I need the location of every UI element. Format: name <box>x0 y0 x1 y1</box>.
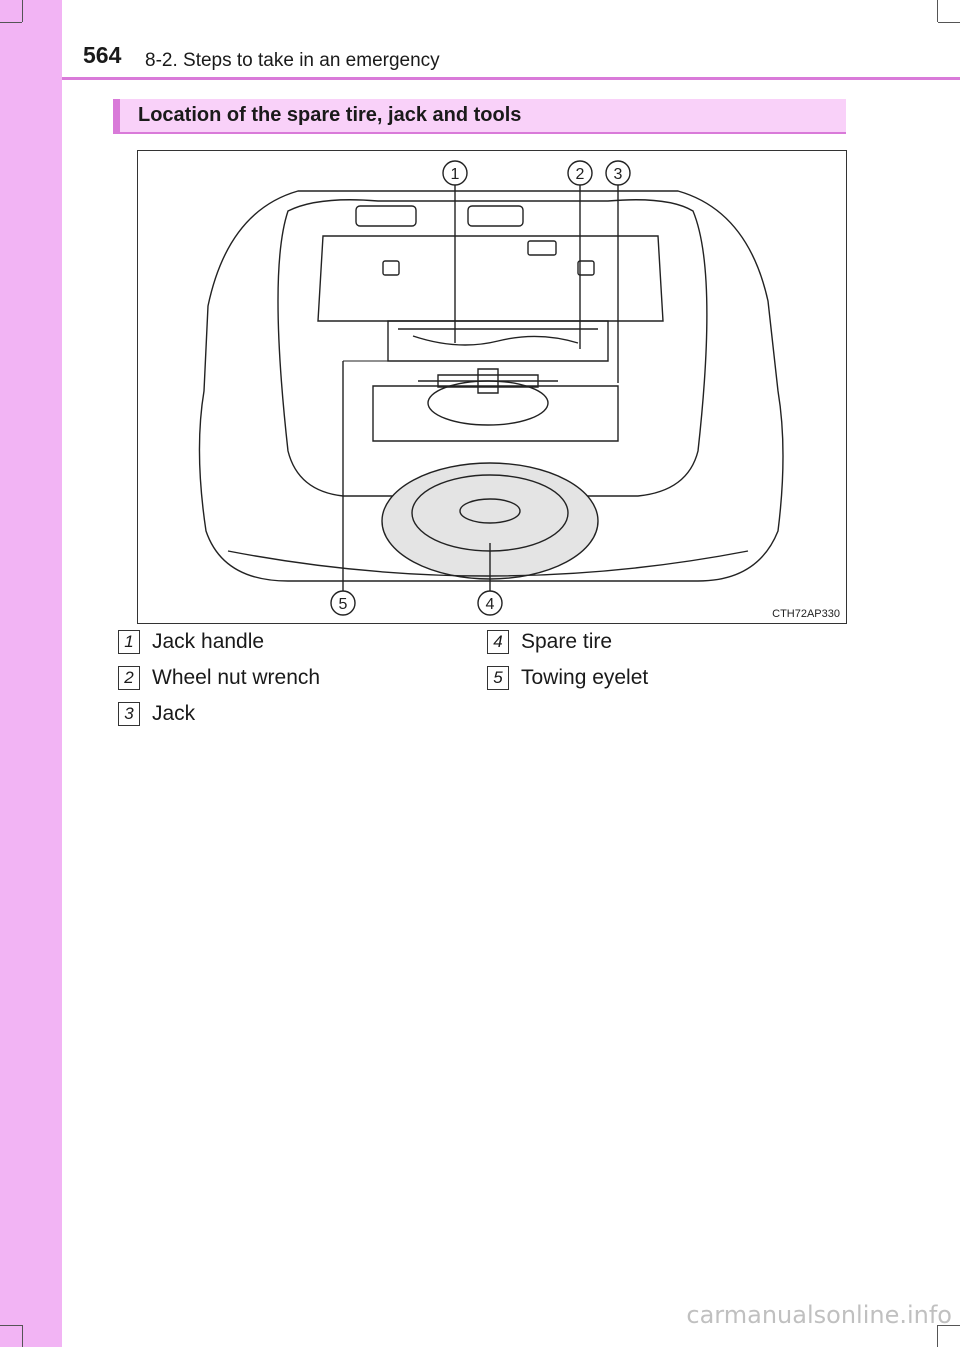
crop-mark <box>0 22 22 23</box>
callout-label-4: 4 <box>486 596 495 613</box>
legend-label: Towing eyelet <box>521 666 649 689</box>
crop-mark <box>938 1325 960 1326</box>
legend-number: 5 <box>487 666 509 690</box>
callout-5 <box>330 590 356 616</box>
legend-item-1: 1 Jack handle <box>118 630 264 654</box>
side-strip <box>0 0 62 1347</box>
watermark: carmanualsonline.info <box>686 1301 952 1329</box>
legend-number: 4 <box>487 630 509 654</box>
section-title: 8-2. Steps to take in an emergency <box>145 50 440 71</box>
legend-item-2: 2 Wheel nut wrench <box>118 666 320 690</box>
callout-label-3: 3 <box>614 166 623 183</box>
callout-label-1: 1 <box>451 166 460 183</box>
crop-mark <box>0 1325 22 1326</box>
trunk-drawing: 1 2 3 4 5 <box>198 160 784 616</box>
crop-mark <box>22 0 23 22</box>
legend-number: 3 <box>118 702 140 726</box>
page-number: 564 <box>83 42 122 68</box>
legend-label: Jack <box>152 702 196 725</box>
header-bar <box>62 0 960 80</box>
crop-mark <box>937 1325 938 1347</box>
crop-mark <box>938 22 960 23</box>
legend-label: Jack handle <box>152 630 265 653</box>
legend-number: 2 <box>118 666 140 690</box>
legend-item-3: 3 Jack <box>118 702 195 726</box>
legend-item-4: 4 Spare tire <box>487 630 612 654</box>
callout-1 <box>442 160 468 186</box>
figure-code: CTH72AP330 <box>772 608 840 620</box>
callout-4 <box>477 590 503 616</box>
crop-mark <box>937 0 938 22</box>
callout-3 <box>605 160 631 186</box>
section-heading: Location of the spare tire, jack and too… <box>113 99 846 134</box>
legend-number: 1 <box>118 630 140 654</box>
trunk-illustration: 1 2 3 4 5 CTH72AP330 <box>137 150 847 624</box>
legend-item-5: 5 Towing eyelet <box>487 666 648 690</box>
legend-label: Spare tire <box>521 630 613 653</box>
callout-2 <box>567 160 593 186</box>
legend-label: Wheel nut wrench <box>152 666 321 689</box>
heading-text: Location of the spare tire, jack and too… <box>138 104 522 126</box>
crop-mark <box>22 1325 23 1347</box>
callout-label-5: 5 <box>339 596 348 613</box>
callout-label-2: 2 <box>576 166 585 183</box>
